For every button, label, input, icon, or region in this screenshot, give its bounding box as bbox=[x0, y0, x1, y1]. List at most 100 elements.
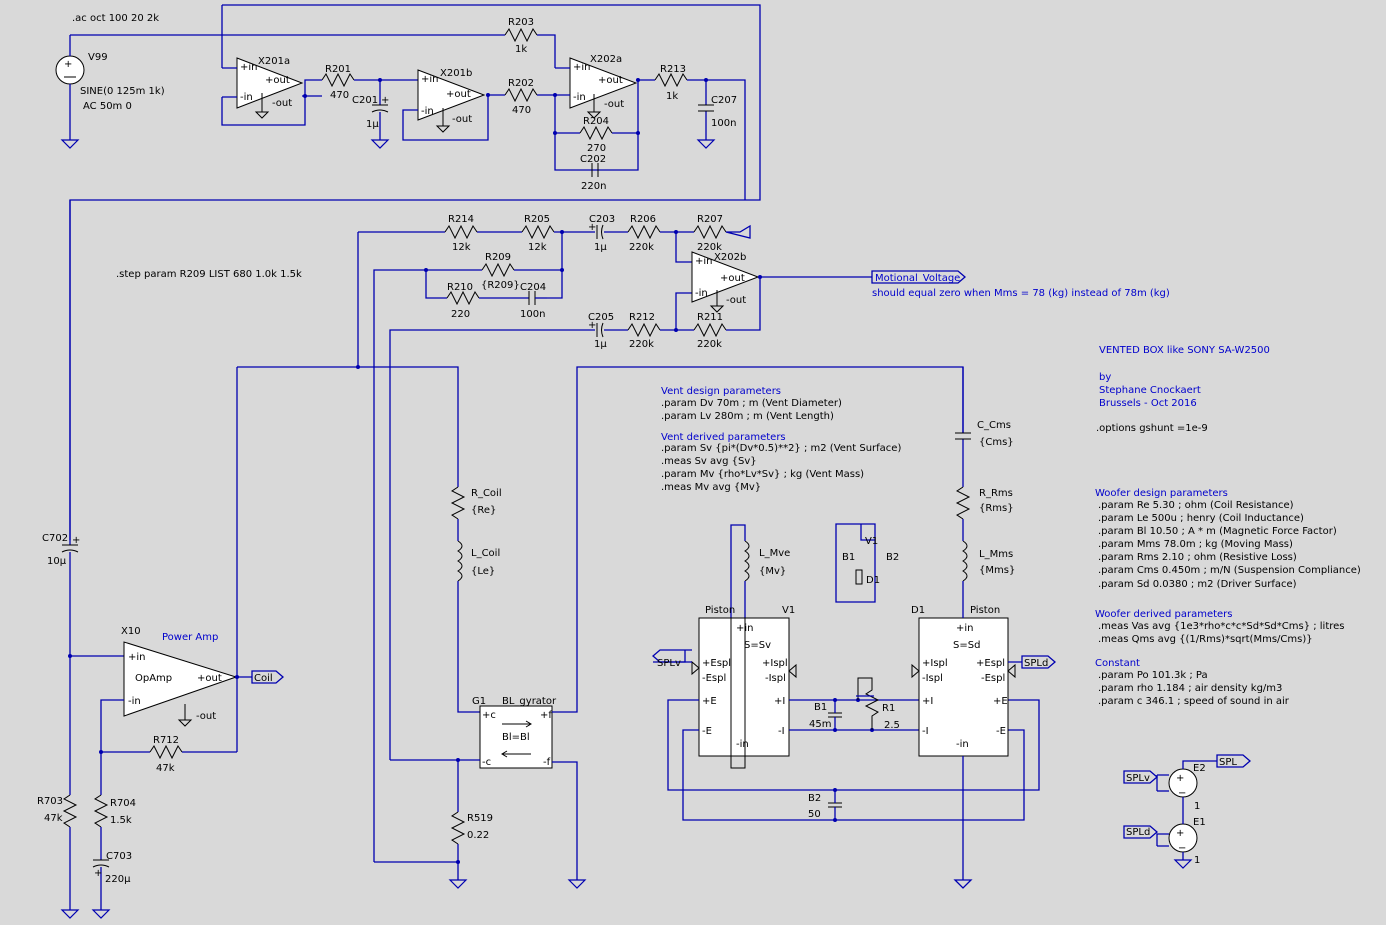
opamp-x201b[interactable]: +in -in +out -out X201b bbox=[402, 68, 489, 141]
opamp-x10-power-amp[interactable]: +in -in +out OpAmp -out X10 Power Amp bbox=[121, 626, 238, 727]
svg-text:SPLd: SPLd bbox=[1024, 658, 1048, 669]
resistor-r213[interactable]: R213 1k bbox=[654, 64, 746, 200]
svg-text:-out: -out bbox=[196, 711, 216, 722]
v99-source[interactable]: + V99 SINE(0 125m 1k) AC 50m 0 bbox=[55, 34, 222, 149]
spl-v-net-label[interactable]: SPLv bbox=[652, 649, 692, 669]
piston-v1[interactable]: Piston V1 +in S=Sv +Espl +Ispl -Espl -Is… bbox=[691, 605, 797, 769]
opamp-x202b[interactable]: +in -in +out -out X202b bbox=[691, 251, 760, 313]
x202a-label: X202a bbox=[590, 54, 622, 65]
svg-text:S=Sv: S=Sv bbox=[744, 640, 771, 651]
resistor-r214[interactable]: R214 12k bbox=[358, 214, 522, 253]
svg-text:-in: -in bbox=[736, 739, 749, 750]
resistor-r203[interactable]: R203 1k bbox=[222, 17, 556, 68]
svg-text:12k: 12k bbox=[528, 242, 547, 253]
svg-text:L_Mms: L_Mms bbox=[979, 549, 1013, 560]
svg-text:+in: +in bbox=[573, 62, 591, 73]
mini-symbol-box: V1 B1 B2 D1 bbox=[835, 523, 899, 603]
resistor-r209[interactable]: R209 {R209} bbox=[481, 252, 520, 291]
x201b-label: X201b bbox=[440, 68, 472, 79]
resistor-r201[interactable]: R201 470 bbox=[304, 64, 380, 101]
woofer-derived-header: Woofer derived parameters bbox=[1095, 609, 1233, 620]
vent-header: Vent design parameters bbox=[661, 386, 781, 397]
resistor-r519[interactable]: R519 0.22 bbox=[448, 760, 493, 889]
svg-text:−: − bbox=[1178, 843, 1186, 854]
inductor-l-coil[interactable]: L_Coil {Le} bbox=[457, 540, 500, 713]
svg-text:-in: -in bbox=[695, 288, 708, 299]
resistor-r211[interactable]: R211 220k bbox=[693, 278, 761, 350]
opamp-x201a[interactable]: +in -in +out -out X201a bbox=[221, 56, 306, 126]
resistor-r210[interactable]: R210 220 bbox=[446, 282, 529, 320]
resistor-r1[interactable]: R1 2.5 bbox=[856, 677, 900, 731]
source-e2[interactable]: + − SPLv E2 1 SPL bbox=[1123, 754, 1251, 812]
resistor-r205[interactable]: R205 12k bbox=[521, 214, 595, 253]
svg-text:+: + bbox=[588, 320, 596, 331]
resistor-r-rms[interactable]: R_Rms {Rms} bbox=[955, 486, 1014, 541]
svg-text:R209: R209 bbox=[485, 252, 511, 263]
capacitor-c205[interactable]: C205 1µ + bbox=[588, 312, 628, 350]
capacitor-c-cms[interactable]: C_Cms {Cms} bbox=[955, 367, 1014, 487]
inductor-l-mms[interactable]: L_Mms {Mms} bbox=[962, 540, 1015, 618]
svg-text:220k: 220k bbox=[697, 339, 722, 350]
opamp-x202a[interactable]: +in -in +out -out X202a bbox=[555, 54, 638, 119]
svg-text:R210: R210 bbox=[447, 282, 473, 293]
svg-text:+: + bbox=[1176, 773, 1184, 784]
svg-text:R712: R712 bbox=[153, 735, 179, 746]
spl-d-net-label[interactable]: SPLd bbox=[1008, 655, 1056, 669]
capacitor-c204[interactable]: C204 100n bbox=[520, 282, 547, 320]
svg-text:+: + bbox=[1176, 828, 1184, 839]
resistor-r204[interactable]: R204 270 bbox=[554, 80, 639, 171]
svg-text:+out: +out bbox=[598, 75, 623, 86]
svg-text:.param Mms 78.0m ; kg (Moving: .param Mms 78.0m ; kg (Moving Mass) bbox=[1098, 539, 1293, 550]
svg-text:1.5k: 1.5k bbox=[110, 815, 132, 826]
svg-text:SPLv: SPLv bbox=[1126, 773, 1150, 784]
svg-text:+E: +E bbox=[702, 696, 717, 707]
capacitor-c207[interactable]: C207 100n bbox=[696, 80, 737, 149]
svg-text:1µ: 1µ bbox=[594, 242, 607, 253]
svg-text:1: 1 bbox=[1194, 855, 1200, 866]
capacitor-c202[interactable]: C202 220n bbox=[580, 154, 606, 192]
resistor-r207[interactable]: R207 220k bbox=[693, 214, 751, 253]
capacitor-b2[interactable]: B2 50 bbox=[808, 790, 842, 820]
vent-derived-header: Vent derived parameters bbox=[661, 432, 786, 443]
capacitor-c702[interactable]: + C702 10µ bbox=[42, 200, 80, 655]
svg-text:B2: B2 bbox=[808, 793, 821, 804]
svg-text:R201: R201 bbox=[325, 64, 351, 75]
svg-text:Piston: Piston bbox=[970, 605, 1000, 616]
svg-text:{R209}: {R209} bbox=[481, 280, 520, 291]
svg-text:+out: +out bbox=[720, 273, 745, 284]
resistor-r202[interactable]: R202 470 bbox=[488, 78, 555, 116]
coil-net-label[interactable]: Coil bbox=[251, 670, 284, 684]
resistor-r712[interactable]: R712 47k bbox=[101, 735, 237, 774]
source-e1[interactable]: + − SPLd E1 1 bbox=[1123, 812, 1206, 869]
resistor-r704[interactable]: R704 1.5k bbox=[93, 794, 136, 910]
svg-text:+: + bbox=[588, 222, 596, 233]
resistor-r206[interactable]: R206 220k bbox=[627, 214, 694, 253]
svg-text:B1: B1 bbox=[842, 552, 855, 563]
svg-text:.param rho 1.184 ; air density: .param rho 1.184 ; air density kg/m3 bbox=[1098, 683, 1282, 694]
svg-text:0.22: 0.22 bbox=[467, 830, 489, 841]
svg-text:.param c 346.1 ; speed of soun: .param c 346.1 ; speed of sound in air bbox=[1098, 696, 1290, 707]
svg-text:.param Cms 0.450m ; m/N (Suspe: .param Cms 0.450m ; m/N (Suspension Comp… bbox=[1098, 565, 1361, 576]
capacitor-c201[interactable]: + C201 1µ bbox=[352, 80, 390, 149]
capacitor-c203[interactable]: C203 1µ + bbox=[588, 214, 628, 253]
capacitor-c703[interactable]: + C703 220µ bbox=[91, 851, 132, 919]
svg-text:{Le}: {Le} bbox=[471, 566, 495, 577]
resistor-r212[interactable]: R212 220k bbox=[627, 312, 694, 350]
motional-voltage-net-label[interactable]: Motional_Voltage bbox=[871, 270, 966, 284]
svg-text:+in: +in bbox=[240, 62, 258, 73]
resistor-r703[interactable]: R703 47k bbox=[37, 794, 80, 919]
svg-text:+in: +in bbox=[695, 256, 713, 267]
piston-d1[interactable]: D1 Piston +in S=Sd +Ispl +Espl -Ispl -Es… bbox=[911, 605, 1016, 757]
gyrator-g1[interactable]: +c +f -c -f Bl=Bl G1 BL_gyrator bbox=[472, 696, 557, 769]
svg-text:C702: C702 bbox=[42, 533, 68, 544]
svg-text:45m: 45m bbox=[809, 719, 831, 730]
svg-text:R203: R203 bbox=[508, 17, 534, 28]
inductor-l-mve[interactable]: L_Mve {Mv} bbox=[730, 524, 790, 618]
resistor-r-coil[interactable]: R_Coil {Re} bbox=[450, 486, 502, 541]
svg-text:SPLv: SPLv bbox=[657, 658, 681, 669]
capacitor-b1[interactable]: B1 45m bbox=[809, 700, 842, 730]
svg-text:+: + bbox=[381, 95, 389, 106]
svg-text:-in: -in bbox=[421, 106, 434, 117]
svg-text:-I: -I bbox=[778, 726, 785, 737]
